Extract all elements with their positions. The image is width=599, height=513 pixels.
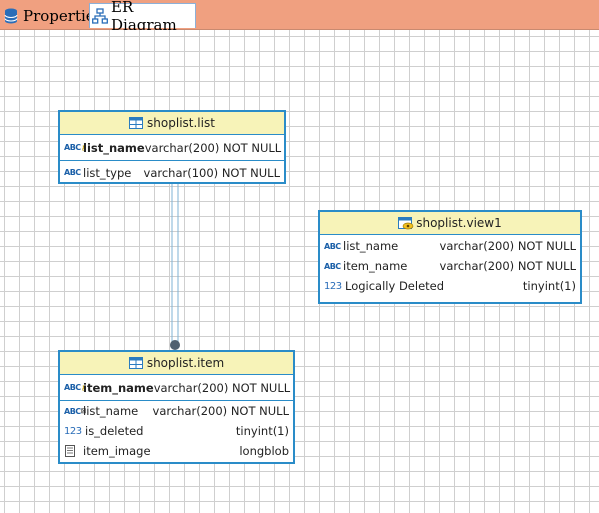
column-type: varchar(200) NOT NULL bbox=[439, 239, 576, 253]
column-row[interactable]: ABC⚷ list_name varchar(200) NOT NULL bbox=[60, 135, 284, 160]
entity-shoplist-view1[interactable]: shoplist.view1 ABC list_name varchar(200… bbox=[318, 210, 582, 304]
entity-shoplist-item[interactable]: shoplist.item ABC⚷ item_name varchar(200… bbox=[58, 350, 295, 464]
entity-title: shoplist.list bbox=[147, 116, 215, 130]
abc-fk-icon: ABC⊠ bbox=[64, 406, 87, 416]
abc-icon: ABC bbox=[324, 241, 341, 251]
column-name: list_name bbox=[343, 239, 399, 253]
column-type: varchar(100) NOT NULL bbox=[143, 165, 280, 180]
column-name: list_name bbox=[83, 404, 139, 418]
tab-label: ER Diagram bbox=[111, 0, 177, 34]
column-row[interactable]: ABC⊠ list_name varchar(200) NOT NULL bbox=[60, 401, 293, 421]
column-name: list_name bbox=[83, 140, 145, 155]
entity-header: shoplist.item bbox=[60, 352, 293, 375]
entity-header: shoplist.list bbox=[60, 112, 284, 135]
column-type: varchar(200) NOT NULL bbox=[144, 140, 282, 155]
column-name: list_type bbox=[83, 165, 132, 180]
column-name: Logically Deleted bbox=[345, 279, 445, 293]
tab-properties[interactable]: Properties bbox=[0, 3, 106, 28]
table-icon bbox=[128, 357, 143, 369]
editor-tab-bar: Properties ER Diagram bbox=[0, 0, 599, 34]
tab-er-diagram[interactable]: ER Diagram bbox=[89, 0, 196, 34]
entity-shoplist-list[interactable]: shoplist.list ABC⚷ list_name varchar(200… bbox=[58, 110, 286, 184]
table-icon bbox=[129, 117, 144, 129]
abc-key-icon: ABC⚷ bbox=[64, 143, 86, 152]
column-row[interactable]: item_image longblob bbox=[60, 441, 293, 461]
number-icon: 123 bbox=[324, 280, 342, 292]
column-row[interactable]: ABC⚷ item_name varchar(200) NOT NULL bbox=[60, 375, 293, 400]
column-name: item_image bbox=[83, 444, 151, 458]
er-diagram-icon bbox=[92, 7, 108, 25]
tab-label: Properties bbox=[23, 6, 103, 25]
column-type: tinyint(1) bbox=[235, 424, 289, 438]
abc-key-icon: ABC⚷ bbox=[64, 383, 86, 392]
column-name: is_deleted bbox=[85, 424, 144, 438]
database-icon bbox=[2, 7, 20, 25]
entity-title: shoplist.item bbox=[146, 356, 225, 370]
entity-title: shoplist.view1 bbox=[416, 216, 502, 230]
column-row[interactable]: 123 is_deleted tinyint(1) bbox=[60, 421, 293, 441]
entity-header: shoplist.view1 bbox=[320, 212, 580, 235]
abc-icon: ABC bbox=[64, 168, 81, 177]
column-type: varchar(200) NOT NULL bbox=[439, 259, 576, 273]
column-type: varchar(200) NOT NULL bbox=[152, 404, 289, 418]
column-row[interactable]: ABC list_type varchar(100) NOT NULL bbox=[60, 161, 284, 184]
column-name: item_name bbox=[83, 380, 154, 395]
number-icon: 123 bbox=[64, 425, 82, 437]
column-row[interactable]: ABC item_name varchar(200) NOT NULL bbox=[320, 256, 580, 276]
column-name: item_name bbox=[343, 259, 408, 273]
relationship-endpoint bbox=[170, 340, 180, 350]
abc-icon: ABC bbox=[324, 261, 341, 271]
column-type: varchar(200) NOT NULL bbox=[153, 380, 291, 395]
column-type: tinyint(1) bbox=[522, 279, 576, 293]
view-icon bbox=[398, 217, 414, 230]
blob-icon bbox=[64, 445, 80, 457]
column-row[interactable]: ABC list_name varchar(200) NOT NULL bbox=[320, 236, 580, 256]
column-type: longblob bbox=[239, 444, 289, 458]
column-row[interactable]: 123 Logically Deleted tinyint(1) bbox=[320, 276, 580, 296]
